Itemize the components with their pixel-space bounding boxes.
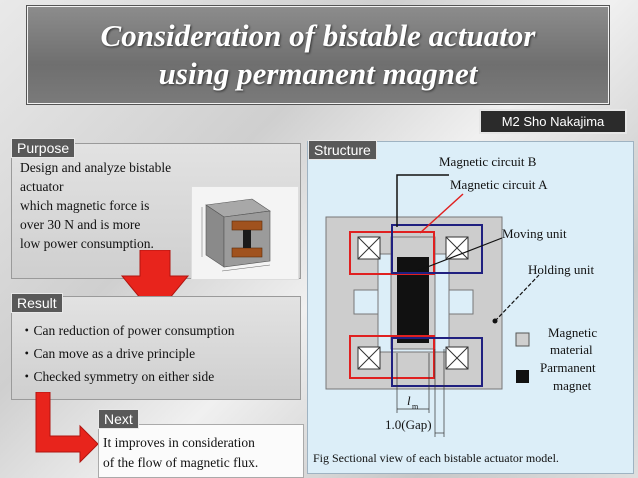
label-lm-sub: m: [412, 402, 419, 411]
figure-caption: Fig Sectional view of each bistable actu…: [313, 451, 559, 465]
result-panel: [11, 296, 301, 400]
label-lm: l: [407, 393, 411, 408]
label-moving-unit: Moving unit: [502, 226, 567, 241]
label-gap: 1.0(Gap): [385, 417, 432, 432]
next-tab: Next: [98, 409, 139, 429]
legend-swatch-magnet: [516, 370, 529, 383]
result-list: ・Can reduction of power consumption ・Can…: [20, 321, 298, 390]
leader-holding-unit: [494, 274, 540, 322]
purpose-line: over 30 N and is more: [20, 217, 141, 232]
purpose-line: which magnetic force is: [20, 198, 150, 213]
label-circuit-a: Magnetic circuit A: [450, 177, 548, 192]
next-line: of the flow of magnetic flux.: [103, 455, 259, 470]
label-circuit-b: Magnetic circuit B: [439, 154, 537, 169]
leader-circuit-b: [396, 174, 449, 227]
purpose-line: Design and analyze bistable actuator: [20, 160, 172, 194]
label-holding-unit: Holding unit: [528, 262, 594, 277]
title-banner: Consideration of bistable actuator using…: [27, 6, 609, 104]
coil-top-left: [357, 236, 381, 260]
actuator-3d-render: [191, 186, 299, 280]
title-line-2: using permanent magnet: [158, 56, 478, 91]
legend-material-line1: Magnetic: [548, 325, 597, 340]
title-line-1: Consideration of bistable actuator: [100, 18, 536, 53]
purpose-text: Design and analyze bistable actuator whi…: [20, 158, 195, 253]
purpose-line: low power consumption.: [20, 236, 154, 251]
next-line: It improves in consideration: [103, 435, 255, 450]
actuator-render-image: [201, 198, 271, 272]
circuit-b-bottom: [391, 337, 483, 387]
result-tab: Result: [11, 293, 63, 313]
legend-magnet-line2: magnet: [553, 378, 592, 393]
circuit-b-top: [391, 224, 483, 274]
result-item: ・Can reduction of power consumption: [20, 323, 235, 338]
legend-magnet-line1: Parmanent: [540, 360, 596, 375]
legend-material-line2: material: [550, 342, 593, 357]
author-label: M2 Sho Nakajima: [479, 109, 627, 134]
leader-circuit-a: [419, 193, 464, 234]
next-panel: [98, 424, 304, 478]
coil-bottom-right: [445, 346, 469, 370]
sectional-diagram: Magnetic circuit B Magnetic circuit A Mo…: [325, 154, 597, 437]
next-text: It improves in consideration of the flow…: [103, 433, 299, 473]
purpose-tab: Purpose: [11, 138, 76, 158]
coil-bottom-left: [357, 346, 381, 370]
moving-unit: [390, 236, 436, 350]
result-item: ・Can move as a drive principle: [20, 346, 196, 361]
next-arrow-icon: [35, 392, 99, 464]
leader-moving-unit: [416, 237, 503, 272]
structure-tab: Structure: [308, 140, 377, 160]
holding-dot: [492, 318, 498, 324]
result-item: ・Checked symmetry on either side: [20, 369, 215, 384]
legend-swatch-material: [515, 332, 530, 347]
